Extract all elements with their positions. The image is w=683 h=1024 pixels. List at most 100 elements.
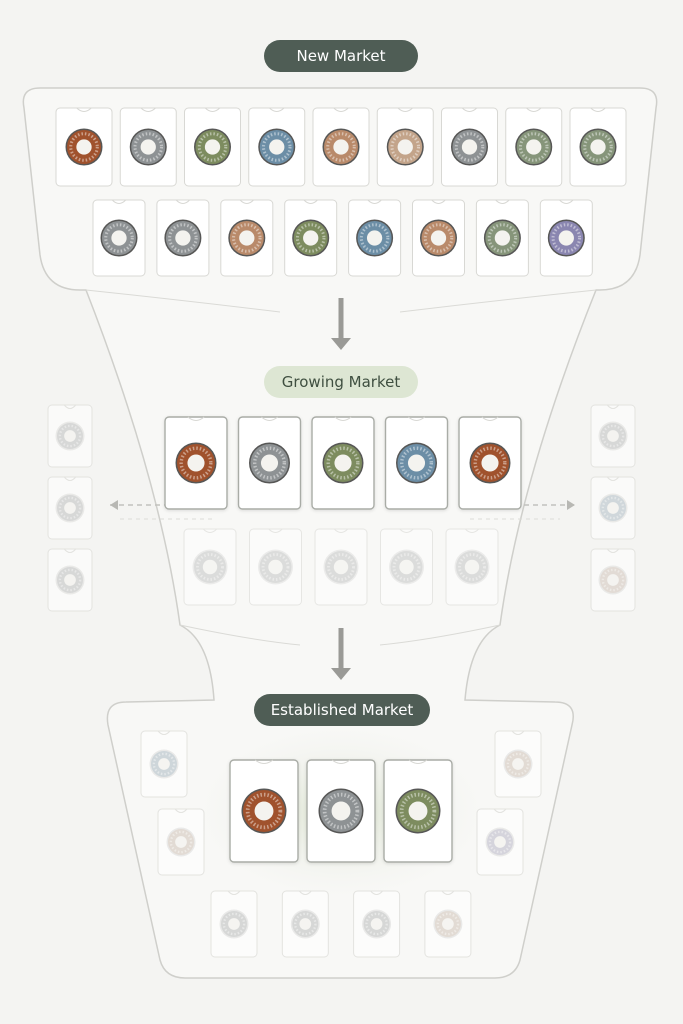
lens-pupil — [158, 758, 170, 770]
lens-pupil — [370, 918, 383, 930]
lens-texture — [245, 792, 283, 830]
lens-texture — [399, 446, 434, 480]
lens-pupil — [175, 836, 187, 848]
new-market-lens — [55, 107, 113, 187]
card-notch — [268, 528, 283, 533]
card-notch — [397, 107, 413, 112]
lens-pupil — [204, 139, 221, 155]
lens-pupil — [607, 502, 619, 514]
lens-texture — [473, 446, 507, 480]
card-notch — [606, 404, 620, 409]
lens-texture — [390, 132, 421, 162]
lens-texture — [222, 912, 246, 936]
growing-market-side-lens — [590, 404, 636, 468]
growing-market-featured-lens — [311, 416, 375, 510]
lens-texture — [69, 132, 99, 162]
card-notch — [606, 548, 620, 553]
lens-texture — [58, 424, 82, 448]
growing-market-featured-lens — [237, 416, 302, 510]
lens-texture — [293, 912, 317, 936]
established-market-side-lens — [157, 808, 205, 876]
card-notch — [495, 199, 510, 204]
established-market-bottom-lens — [353, 890, 401, 958]
lens-pupil — [299, 918, 312, 930]
lens-texture — [506, 752, 530, 776]
card-notch — [174, 808, 188, 813]
lens-pupil — [331, 801, 351, 821]
lens-texture — [327, 553, 355, 581]
lens-texture — [601, 568, 625, 592]
lens-pupil — [64, 430, 76, 442]
new-market-label: New Market — [264, 40, 418, 72]
card-notch — [303, 199, 318, 204]
lens-pupil — [494, 230, 511, 246]
lens-pupil — [239, 230, 255, 246]
lens-pupil — [512, 758, 524, 770]
card-notch — [269, 107, 285, 112]
new-market-lens — [119, 107, 177, 187]
card-notch — [431, 199, 446, 204]
lens-texture — [252, 446, 287, 480]
card-notch — [408, 416, 425, 421]
down-arrow-head — [331, 338, 351, 350]
lens-texture — [104, 223, 134, 253]
card-notch — [370, 890, 383, 895]
card-notch — [187, 416, 205, 421]
lens-pupil — [526, 139, 542, 155]
established-market-featured-lens — [229, 759, 299, 863]
established-market-side-lens — [140, 730, 188, 798]
growing-market-label: Growing Market — [264, 366, 418, 398]
new-market-lens — [539, 199, 593, 277]
card-notch — [140, 107, 156, 112]
lens-texture — [133, 132, 164, 162]
lens-pupil — [334, 454, 352, 472]
guide-line — [179, 624, 301, 646]
established-market-bottom-lens — [281, 890, 329, 958]
lens-texture — [454, 132, 485, 162]
lens-pupil — [268, 559, 283, 575]
lens-texture — [436, 912, 460, 936]
card-notch — [333, 107, 349, 112]
lens-texture — [518, 132, 549, 162]
card-notch — [261, 416, 278, 421]
lens-pupil — [254, 801, 274, 821]
new-market-lens — [156, 199, 210, 277]
established-market-featured-lens — [306, 759, 376, 863]
lens-pupil — [228, 918, 240, 930]
card-notch — [526, 107, 542, 112]
card-notch — [461, 107, 478, 112]
new-market-lens — [412, 199, 465, 277]
lens-pupil — [64, 502, 76, 514]
established-market-side-lens — [494, 730, 542, 798]
card-notch — [441, 890, 455, 895]
new-market-lens — [184, 107, 241, 187]
growing-market-faded-lens — [380, 528, 433, 606]
right-dashed-arrow-head — [567, 500, 575, 510]
lens-texture — [179, 446, 213, 480]
lens-texture — [261, 132, 292, 162]
lens-pupil — [202, 559, 218, 575]
new-market-lens — [441, 107, 498, 187]
new-market-lens — [376, 107, 434, 187]
lens-pupil — [430, 230, 447, 246]
card-notch — [63, 404, 77, 409]
lens-texture — [196, 553, 224, 581]
card-notch — [63, 476, 77, 481]
card-notch — [590, 107, 606, 112]
lens-pupil — [187, 454, 205, 472]
new-market-lens — [220, 199, 274, 277]
card-notch — [175, 199, 191, 204]
lens-pupil — [607, 574, 619, 586]
card-notch — [63, 548, 77, 553]
growing-market-featured-lens — [458, 416, 522, 510]
growing-market-side-lens — [590, 548, 636, 612]
lens-texture — [326, 446, 360, 480]
card-notch — [606, 476, 620, 481]
lens-texture — [152, 752, 176, 776]
lens-pupil — [140, 139, 156, 155]
new-market-lens — [505, 107, 563, 187]
left-dashed-arrow-head — [110, 500, 118, 510]
lens-pupil — [260, 454, 279, 472]
lens-pupil — [333, 139, 349, 155]
down-arrow-head — [331, 668, 351, 680]
